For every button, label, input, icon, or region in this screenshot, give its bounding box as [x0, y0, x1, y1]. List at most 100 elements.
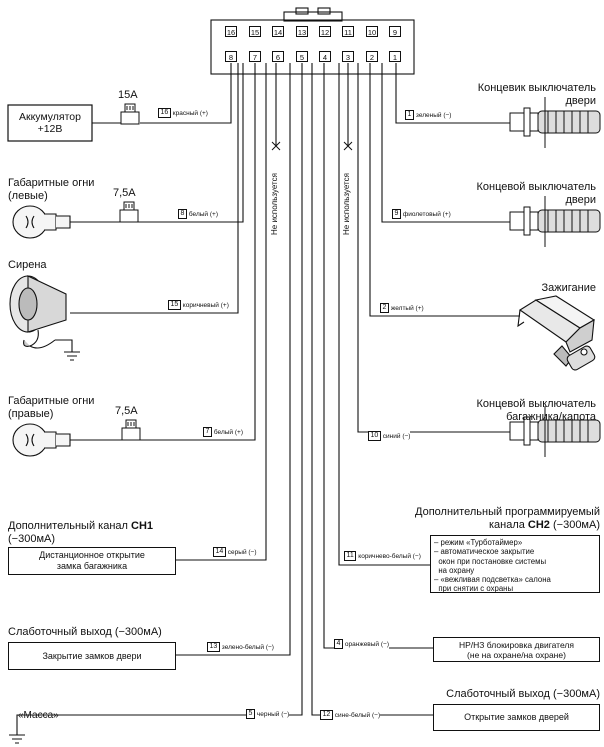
connector-latch	[283, 11, 343, 22]
right-lights-label: Габаритные огни (правые)	[8, 395, 95, 420]
wire-number: 8	[178, 209, 187, 219]
left-lights-label: Габаритные огни (левые)	[8, 177, 95, 202]
wire-15	[70, 63, 239, 314]
fuse-icon-right	[121, 419, 141, 441]
door-switch-2-label: Концевой выключатель двери	[476, 181, 596, 206]
lamp-icon-left	[12, 205, 71, 239]
ch1-current: (−300мА)	[8, 533, 56, 545]
wire-color: коричнево-белый (−)	[358, 552, 421, 560]
pin-13: 13	[296, 26, 308, 37]
ch2-title-line2: канала CH2 (−300мА)	[489, 519, 600, 532]
wire-2	[369, 63, 520, 317]
pin-1: 1	[389, 51, 401, 62]
fuse-label-right: 7,5A	[115, 405, 138, 417]
wire-color: красный (+)	[172, 109, 208, 117]
weak-out-right-title: Слаботочный выход (−300мА)	[446, 688, 600, 700]
ch2-item: – режим «Турботаймер»	[434, 538, 523, 547]
wire-color: зеленый (−)	[415, 111, 452, 119]
wire-color: белый (+)	[188, 210, 218, 218]
ch1-title-prefix: Дополнительный канал	[8, 520, 131, 532]
trunk-switch-label: Концевой выключатель багажника/капота	[476, 398, 596, 423]
ch2-box: – режим «Турботаймер» – автоматическое з…	[430, 535, 600, 593]
wire-color: зелено-белый (−)	[221, 643, 274, 651]
wire-number: 15	[168, 300, 181, 310]
not-used-label-6: Не используется	[270, 173, 279, 235]
siren-label: Сирена	[8, 259, 47, 271]
fuse-icon-battery	[120, 103, 140, 125]
wire-number: 2	[380, 303, 389, 313]
ground-icon-mass	[9, 734, 25, 744]
pin-4: 4	[319, 51, 331, 62]
wire-color: серый (−)	[227, 548, 257, 556]
wire-number: 11	[344, 551, 357, 561]
wire-color: оранжевый (−)	[344, 640, 389, 648]
not-used-label-3: Не используется	[342, 173, 351, 235]
wire-1	[395, 63, 510, 124]
ground-label: «Масса»	[18, 710, 59, 721]
ch1-title: Дополнительный канал CH1	[8, 520, 153, 533]
wire-number: 12	[320, 710, 333, 720]
pin-5: 5	[296, 51, 308, 62]
wire-number: 10	[368, 431, 381, 441]
wire-7	[140, 63, 256, 441]
ch2-item: при снятии с охраны	[434, 584, 514, 594]
wire-9	[381, 63, 510, 223]
wire-color: сине-белый (−)	[334, 711, 381, 719]
wire-10	[357, 63, 510, 433]
door-switch-1-label: Концевик выключатель двери	[477, 82, 596, 107]
wire-color: белый (+)	[213, 428, 243, 436]
ignition-label: Зажигание	[541, 282, 597, 294]
ch2-item: – автоматическое закрытие	[434, 547, 535, 557]
ch2-item: на охрану	[434, 565, 475, 575]
wire-number: 14	[213, 547, 226, 557]
ch2-title-bold: CH2	[527, 519, 550, 531]
battery-label: Аккумулятор +12В	[19, 111, 81, 135]
pin-8: 8	[225, 51, 237, 62]
ignition-icon	[517, 295, 596, 371]
pin-9: 9	[389, 26, 401, 37]
wire-number: 7	[203, 427, 212, 437]
pin-16: 16	[225, 26, 237, 37]
wire-13	[176, 63, 291, 656]
ch2-title-suffix: (−300мА)	[549, 519, 600, 531]
wire-number: 9	[392, 209, 401, 219]
wire-color: фиолетовый (+)	[402, 210, 451, 218]
ch2-item: – «вежливая подсветка» салона	[434, 575, 551, 585]
pin-2: 2	[366, 51, 378, 62]
pin-11: 11	[342, 26, 354, 37]
ch2-item: окон при постановке системы	[434, 556, 547, 566]
trunk-switch-icon	[509, 406, 601, 457]
wire-color: черный (−)	[256, 710, 290, 718]
wire-4	[323, 63, 433, 649]
wire-number: 5	[246, 709, 255, 719]
wire-color: синий (−)	[382, 432, 411, 440]
pin-3: 3	[342, 51, 354, 62]
pin-15: 15	[249, 26, 261, 37]
wire-number: 13	[207, 642, 220, 652]
wire-14	[176, 63, 267, 561]
ch2-title-line1: Дополнительный программируемый	[415, 506, 600, 518]
pin-14: 14	[272, 26, 284, 37]
wire-16	[140, 63, 232, 124]
ground-icon-siren	[64, 351, 80, 361]
door-switch-icon-1	[509, 97, 601, 148]
wire-color: коричневый (+)	[182, 301, 229, 309]
wire-12	[311, 63, 433, 716]
pin-7: 7	[249, 51, 261, 62]
wire-number: 16	[158, 108, 171, 118]
fuse-icon-left	[119, 201, 139, 223]
